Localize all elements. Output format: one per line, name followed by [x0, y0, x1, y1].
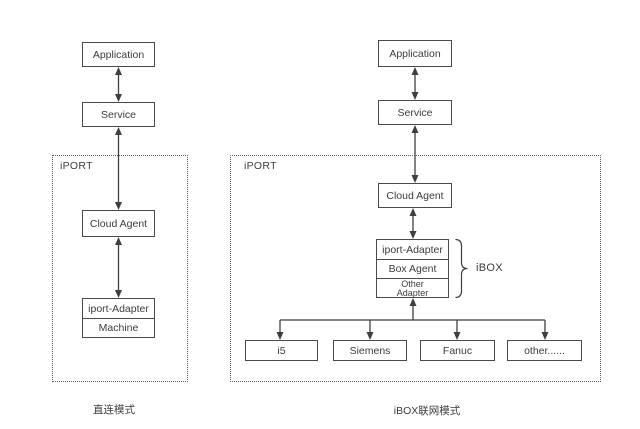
device-box-siemens: Siemens	[333, 340, 407, 361]
arrow-bus-to-other	[541, 320, 549, 340]
left-arrow-application-service	[115, 67, 122, 102]
right-arrow-application-service	[411, 67, 419, 100]
left-arrow-service-cloud-agent	[115, 127, 122, 210]
arrow-bus-to-fanuc	[453, 320, 461, 340]
left-caption: 直连模式	[93, 404, 135, 416]
left-arrow-cloud-agent-adapter	[115, 237, 122, 298]
left-stack-machine: Machine	[83, 318, 154, 337]
arrow-bus-to-siemens	[366, 320, 374, 340]
left-iport-label: iPORT	[60, 160, 93, 172]
right-iport-group: iPORT	[230, 155, 601, 382]
left-cloud-agent-box: Cloud Agent	[82, 210, 155, 237]
device-box-i5: i5	[245, 340, 318, 361]
right-iport-label: iPORT	[244, 160, 277, 172]
right-ibox-stack: iport-Adapter Box Agent Other Adapter	[376, 239, 449, 298]
right-caption: iBOX联网模式	[393, 405, 461, 417]
right-arrow-service-cloud-agent	[411, 125, 419, 183]
left-stack-iport-adapter: iport-Adapter	[88, 302, 149, 315]
left-application-box: Application	[82, 42, 155, 67]
ibox-brace	[455, 238, 468, 299]
ibox-brace-label: iBOX	[476, 262, 503, 274]
right-arrow-bus-to-stack	[409, 298, 417, 320]
left-machine-stack: iport-Adapter Machine	[82, 298, 155, 338]
right-arrow-cloud-agent-stack	[409, 208, 417, 239]
right-stack-box-agent: Box Agent	[377, 259, 448, 278]
right-cloud-agent-box: Cloud Agent	[378, 183, 452, 208]
right-stack-other-adapter: Other Adapter	[377, 278, 448, 298]
device-box-fanuc: Fanuc	[420, 340, 495, 361]
left-iport-group: iPORT	[52, 155, 188, 382]
arrow-bus-to-i5	[276, 320, 284, 340]
right-service-box: Service	[378, 100, 452, 125]
device-box-other: other......	[507, 340, 582, 361]
right-application-box: Application	[378, 40, 452, 67]
right-stack-iport-adapter: iport-Adapter	[382, 243, 443, 256]
left-service-box: Service	[82, 102, 155, 127]
